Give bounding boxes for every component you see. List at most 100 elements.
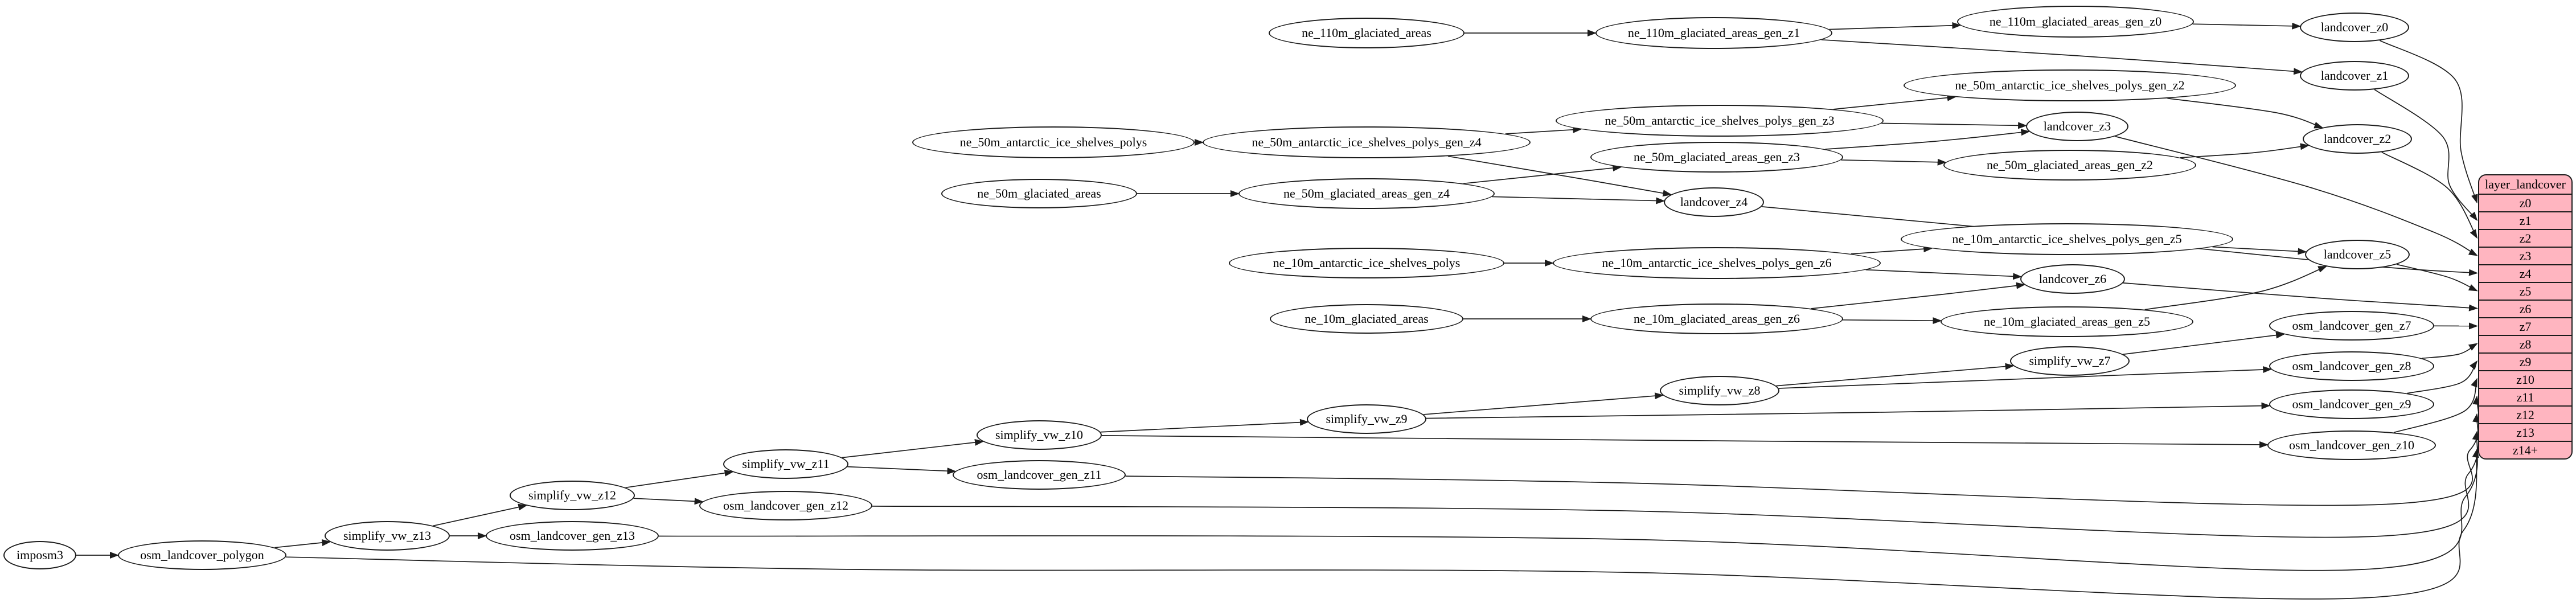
edge-simplify_vw_z7-to-osm_landcover_gen_z7 bbox=[2123, 331, 2286, 355]
edge-ne_50m_antarctic_ice_shelves_polys_gen_z3-to-ne_50m_antarctic_ice_shelves_polys_gen_z2 bbox=[1833, 94, 1956, 110]
edge-ne_10m_antarctic_ice_shelves_polys_gen_z6-to-landcover_z6 bbox=[1865, 269, 2023, 280]
node-label: landcover_z6 bbox=[2038, 272, 2107, 286]
node-label: ne_110m_glaciated_areas_gen_z1 bbox=[1627, 26, 1800, 40]
node-ne-10m-antarctic-ice-shelves-polys-gen-z5: ne_10m_antarctic_ice_shelves_polys_gen_z… bbox=[1901, 223, 2233, 255]
node-label: simplify_vw_z8 bbox=[1679, 383, 1761, 397]
node-landcover-z6: landcover_z6 bbox=[2020, 264, 2125, 294]
table-row-z2: z2 bbox=[2479, 229, 2571, 247]
edge-simplify_vw_z12-to-osm_landcover_gen_z12 bbox=[633, 498, 704, 505]
node-osm-landcover-gen-z8: osm_landcover_gen_z8 bbox=[2269, 351, 2434, 381]
node-label: ne_50m_glaciated_areas_gen_z3 bbox=[1634, 150, 1800, 164]
node-label: ne_50m_antarctic_ice_shelves_polys_gen_z… bbox=[1605, 113, 1835, 128]
edge-ne_10m_glaciated_areas_gen_z6-to-landcover_z6 bbox=[1811, 282, 2026, 309]
node-label: simplify_vw_z13 bbox=[343, 528, 431, 543]
table-row-z12: z12 bbox=[2479, 405, 2571, 423]
edge-osm_landcover_polygon-to-simplify_vw_z13 bbox=[274, 539, 331, 548]
node-label: ne_10m_glaciated_areas bbox=[1305, 311, 1429, 326]
node-simplify-vw-z10: simplify_vw_z10 bbox=[977, 420, 1102, 450]
table-row-z0: z0 bbox=[2479, 194, 2571, 211]
node-ne-10m-glaciated-areas-gen-z5: ne_10m_glaciated_areas_gen_z5 bbox=[1941, 306, 2193, 337]
edge-ne_50m_antarctic_ice_shelves_polys_gen_z2-to-landcover_z2 bbox=[2167, 97, 2324, 129]
table-title: layer_landcover bbox=[2485, 177, 2566, 191]
node-label: simplify_vw_z12 bbox=[528, 488, 616, 502]
edge-simplify_vw_z10-to-simplify_vw_z9 bbox=[1100, 419, 1309, 433]
node-label: landcover_z3 bbox=[2043, 119, 2111, 133]
node-ne-50m-glaciated-areas-gen-z2: ne_50m_glaciated_areas_gen_z2 bbox=[1943, 150, 2196, 181]
node-ne-110m-glaciated-areas-gen-z1: ne_110m_glaciated_areas_gen_z1 bbox=[1595, 17, 1832, 49]
node-ne-50m-antarctic-ice-shelves-polys-gen-z2: ne_50m_antarctic_ice_shelves_polys_gen_z… bbox=[1904, 69, 2236, 101]
node-landcover-z3: landcover_z3 bbox=[2026, 112, 2128, 141]
node-label: landcover_z0 bbox=[2320, 20, 2389, 34]
node-label: ne_10m_glaciated_areas_gen_z6 bbox=[1634, 311, 1800, 326]
node-label: osm_landcover_gen_z11 bbox=[977, 468, 1102, 482]
edge-ne_50m_antarctic_ice_shelves_polys_gen_z4-to-ne_50m_antarctic_ice_shelves_polys_gen_z3 bbox=[1505, 126, 1582, 134]
node-label: osm_landcover_polygon bbox=[140, 548, 264, 562]
node-osm-landcover-gen-z11: osm_landcover_gen_z11 bbox=[953, 460, 1126, 490]
table-row-z14plus: z14+ bbox=[2479, 441, 2571, 458]
edge-osm_landcover_gen_z13-to-row-z13 bbox=[658, 430, 2479, 571]
node-landcover-z5: landcover_z5 bbox=[2305, 240, 2410, 269]
table-row-z10: z10 bbox=[2479, 370, 2571, 388]
edge-landcover_z2-to-row-z2 bbox=[2381, 151, 2478, 239]
edge-osm_landcover_gen_z10-to-row-z10 bbox=[2393, 378, 2477, 433]
table-row-z9: z9 bbox=[2479, 352, 2571, 370]
node-landcover-z4: landcover_z4 bbox=[1664, 187, 1764, 217]
table-row-z4: z4 bbox=[2479, 264, 2571, 282]
node-ne-50m-antarctic-ice-shelves-polys-gen-z3: ne_50m_antarctic_ice_shelves_polys_gen_z… bbox=[1556, 105, 1884, 137]
edge-landcover_z6-to-row-z6 bbox=[2123, 282, 2478, 311]
edge-osm_landcover_gen_z9-to-row-z9 bbox=[2407, 360, 2478, 394]
node-label: ne_10m_glaciated_areas_gen_z5 bbox=[1984, 314, 2150, 329]
node-ne-10m-glaciated-areas: ne_10m_glaciated_areas bbox=[1270, 304, 1463, 334]
node-simplify-vw-z7: simplify_vw_z7 bbox=[2010, 346, 2130, 376]
edge-ne_50m_antarctic_ice_shelves_polys_gen_z3-to-landcover_z3 bbox=[1881, 122, 2028, 129]
node-ne-50m-glaciated-areas-gen-z3: ne_50m_glaciated_areas_gen_z3 bbox=[1590, 142, 1843, 173]
edge-ne_110m_glaciated_areas_gen_z1-to-ne_110m_glaciated_areas_gen_z0 bbox=[1829, 22, 1962, 30]
node-ne-50m-antarctic-ice-shelves-polys: ne_50m_antarctic_ice_shelves_polys bbox=[912, 126, 1195, 158]
node-label: osm_landcover_gen_z12 bbox=[723, 498, 848, 512]
node-imposm3: imposm3 bbox=[3, 541, 76, 569]
edge-ne_10m_glaciated_areas_gen_z5-to-landcover_z5 bbox=[2144, 266, 2328, 310]
edge-simplify_vw_z10-to-osm_landcover_gen_z10 bbox=[1101, 435, 2269, 448]
node-label: ne_10m_antarctic_ice_shelves_polys bbox=[1273, 256, 1461, 270]
node-label: landcover_z1 bbox=[2320, 68, 2389, 83]
edge-simplify_vw_z11-to-simplify_vw_z10 bbox=[842, 438, 985, 458]
node-simplify-vw-z12: simplify_vw_z12 bbox=[510, 481, 635, 510]
edge-simplify_vw_z8-to-osm_landcover_gen_z8 bbox=[1778, 366, 2273, 389]
node-ne-50m-antarctic-ice-shelves-polys-gen-z4: ne_50m_antarctic_ice_shelves_polys_gen_z… bbox=[1203, 126, 1531, 158]
node-label: ne_50m_antarctic_ice_shelves_polys bbox=[959, 135, 1147, 149]
edge-simplify_vw_z13-to-simplify_vw_z12 bbox=[433, 503, 528, 527]
node-osm-landcover-gen-z12: osm_landcover_gen_z12 bbox=[699, 491, 872, 520]
edge-simplify_vw_z11-to-osm_landcover_gen_z11 bbox=[847, 466, 957, 475]
edge-landcover_z5-to-row-z5 bbox=[2396, 264, 2478, 292]
edge-ne_110m_glaciated_areas_gen_z0-to-landcover_z0 bbox=[2192, 22, 2302, 30]
table-row-z6: z6 bbox=[2479, 300, 2571, 317]
edge-osm_landcover_gen_z12-to-row-z12 bbox=[872, 413, 2479, 538]
node-simplify-vw-z8: simplify_vw_z8 bbox=[1660, 376, 1779, 405]
edge-simplify_vw_z12-to-simplify_vw_z11 bbox=[625, 469, 734, 489]
node-label: osm_landcover_gen_z10 bbox=[2289, 438, 2414, 452]
node-ne-50m-glaciated-areas-gen-z4: ne_50m_glaciated_areas_gen_z4 bbox=[1238, 178, 1495, 209]
node-label: simplify_vw_z9 bbox=[1326, 412, 1408, 426]
node-ne-10m-glaciated-areas-gen-z6: ne_10m_glaciated_areas_gen_z6 bbox=[1590, 304, 1843, 334]
node-osm-landcover-gen-z7: osm_landcover_gen_z7 bbox=[2269, 311, 2434, 341]
edge-simplify_vw_z8-to-simplify_vw_z7 bbox=[1776, 363, 2015, 387]
node-simplify-vw-z9: simplify_vw_z9 bbox=[1307, 404, 1426, 434]
node-label: ne_50m_glaciated_areas bbox=[977, 186, 1101, 200]
edge-landcover_z1-to-row-z1 bbox=[2374, 89, 2478, 222]
node-landcover-z0: landcover_z0 bbox=[2300, 13, 2409, 42]
node-simplify-vw-z13: simplify_vw_z13 bbox=[325, 521, 450, 551]
node-label: osm_landcover_gen_z8 bbox=[2292, 359, 2411, 373]
table-row-z3: z3 bbox=[2479, 247, 2571, 264]
node-ne-110m-glaciated-areas: ne_110m_glaciated_areas bbox=[1269, 18, 1465, 48]
node-label: simplify_vw_z7 bbox=[2029, 354, 2111, 368]
node-ne-10m-antarctic-ice-shelves-polys-gen-z6: ne_10m_antarctic_ice_shelves_polys_gen_z… bbox=[1553, 247, 1881, 279]
edge-ne_10m_antarctic_ice_shelves_polys_gen_z5-to-landcover_z5 bbox=[2212, 246, 2307, 255]
node-osm-landcover-polygon: osm_landcover_polygon bbox=[118, 540, 286, 570]
node-label: ne_110m_glaciated_areas_gen_z0 bbox=[1989, 14, 2162, 28]
edge-ne_50m_glaciated_areas_gen_z3-to-landcover_z3 bbox=[1825, 129, 2031, 150]
edge-ne_10m_glaciated_areas_gen_z6-to-ne_10m_glaciated_areas_gen_z5 bbox=[1843, 317, 1942, 325]
